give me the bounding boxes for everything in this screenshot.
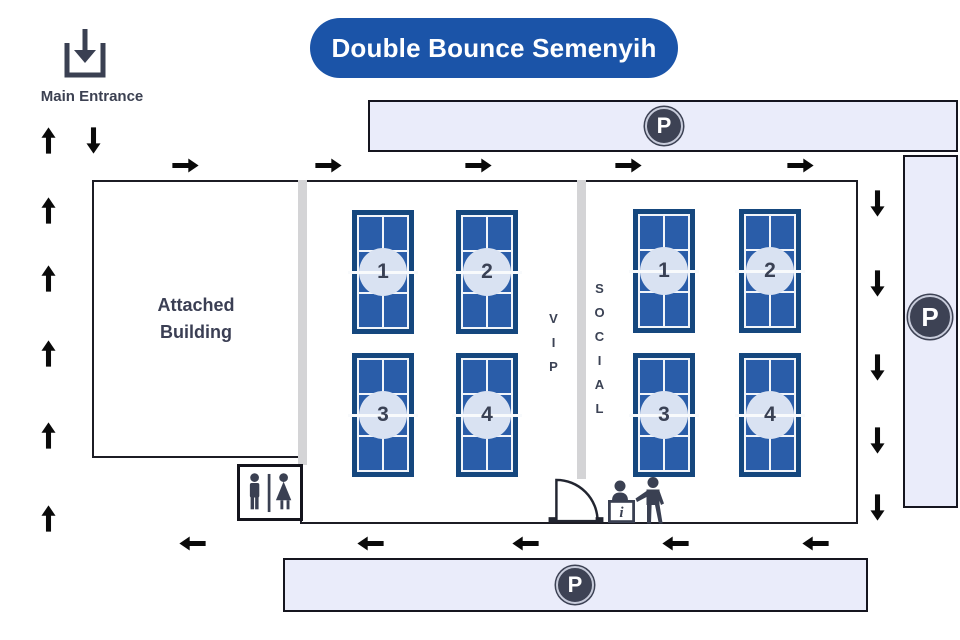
- flow-arrow-up-icon: [34, 264, 62, 292]
- court-vip-4: 4: [452, 353, 522, 477]
- court-vip-3: 3: [348, 353, 418, 477]
- court-number: 1: [658, 259, 670, 282]
- court-number: 4: [481, 403, 493, 426]
- court-social-3: 3: [629, 353, 699, 477]
- restroom-icon: [249, 472, 292, 512]
- court-net-line: [348, 270, 418, 274]
- parking-icon: P: [908, 295, 952, 339]
- court-vip-2: 2: [452, 210, 522, 334]
- flow-arrow-down-icon: [863, 353, 891, 381]
- parking-icon: P: [556, 566, 594, 604]
- court-social-2: 2: [735, 209, 805, 333]
- court-net-line: [348, 413, 418, 417]
- court-number: 3: [377, 403, 389, 426]
- flow-arrow-down-icon: [79, 126, 107, 154]
- attached-building-label: Attached Building: [157, 295, 235, 342]
- flow-arrow-up-icon: [34, 126, 62, 154]
- court-vip-1: 1: [348, 210, 418, 334]
- flow-arrow-right-icon: [464, 151, 492, 179]
- parking-icon: P: [645, 107, 683, 145]
- flow-arrow-left-icon: [356, 529, 384, 557]
- court-number: 1: [377, 260, 389, 283]
- flow-arrow-down-icon: [863, 189, 891, 217]
- flow-arrow-left-icon: [178, 529, 206, 557]
- flow-arrow-up-icon: [34, 421, 62, 449]
- court-net-line: [452, 413, 522, 417]
- court-net-line: [735, 413, 805, 417]
- court-net-line: [629, 269, 699, 273]
- restroom-divider: [267, 473, 271, 512]
- flow-arrow-right-icon: [786, 151, 814, 179]
- wall-divider-middle: [577, 180, 586, 479]
- flow-arrow-left-icon: [511, 529, 539, 557]
- flow-arrow-left-icon: [801, 529, 829, 557]
- court-number: 4: [764, 403, 776, 426]
- flow-arrow-up-icon: [34, 339, 62, 367]
- page-title: Double Bounce Semenyih: [310, 18, 678, 78]
- court-net-line: [629, 413, 699, 417]
- flow-arrow-down-icon: [863, 493, 891, 521]
- flow-arrow-right-icon: [614, 151, 642, 179]
- flow-arrow-up-icon: [34, 504, 62, 532]
- man-icon: [249, 472, 260, 509]
- court-net-line: [452, 270, 522, 274]
- social-zone-label: SOCIAL: [592, 281, 607, 425]
- flow-arrow-left-icon: [661, 529, 689, 557]
- court-number: 2: [481, 260, 493, 283]
- court-number: 2: [764, 259, 776, 282]
- attached-building: Attached Building: [92, 180, 300, 458]
- court-number: 3: [658, 403, 670, 426]
- woman-icon: [275, 472, 292, 509]
- entrance-icon: [64, 29, 106, 78]
- wall-divider-left: [298, 180, 307, 465]
- flow-arrow-down-icon: [863, 426, 891, 454]
- info-desk-icon: i: [608, 477, 664, 524]
- flow-arrow-right-icon: [171, 151, 199, 179]
- court-net-line: [735, 269, 805, 273]
- court-social-1: 1: [629, 209, 699, 333]
- flow-arrow-right-icon: [314, 151, 342, 179]
- door-icon: [548, 478, 604, 523]
- court-social-4: 4: [735, 353, 805, 477]
- main-entrance-label: Main Entrance: [40, 88, 144, 105]
- flow-arrow-up-icon: [34, 196, 62, 224]
- flow-arrow-down-icon: [863, 269, 891, 297]
- info-symbol: i: [619, 505, 624, 521]
- vip-zone-label: VIP: [546, 311, 561, 383]
- restroom-box: [237, 464, 303, 521]
